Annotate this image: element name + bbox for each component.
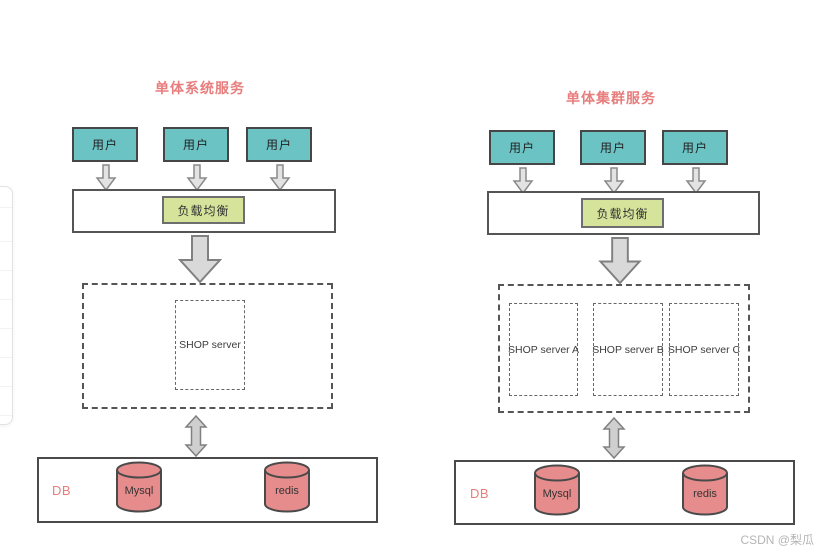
db-layer-box: DB Mysql redis xyxy=(37,457,378,523)
user-node: 用户 xyxy=(246,127,312,162)
server-cluster-boundary xyxy=(498,284,750,413)
shop-server-node: SHOP server A xyxy=(508,303,579,396)
db-label: DB xyxy=(52,483,72,498)
redis-database: redis xyxy=(263,461,311,513)
database-name: redis xyxy=(693,488,717,500)
double-arrow-icon xyxy=(602,417,626,459)
database-name: Mysql xyxy=(542,488,572,500)
user-node: 用户 xyxy=(72,127,138,162)
csdn-watermark: CSDN @梨瓜 xyxy=(740,533,814,547)
down-arrow-icon xyxy=(186,164,208,191)
user-node: 用户 xyxy=(489,130,555,165)
database-cylinder-icon xyxy=(116,461,162,513)
big-down-arrow-icon xyxy=(598,237,642,284)
database-cylinder-icon xyxy=(682,464,728,516)
shop-server-node: SHOP server C xyxy=(668,303,740,396)
down-arrow-icon xyxy=(603,167,625,194)
double-arrow-icon xyxy=(184,415,208,457)
db-layer-box: DB Mysql redis xyxy=(454,460,795,525)
diagram-title: 单体集群服务 xyxy=(566,90,656,106)
down-arrow-icon xyxy=(269,164,291,191)
shop-server-node: SHOP server B xyxy=(592,303,664,396)
down-arrow-icon xyxy=(685,167,707,194)
diagram-title: 单体系统服务 xyxy=(155,80,245,96)
user-node: 用户 xyxy=(580,130,646,165)
shop-server-node: SHOP server xyxy=(175,300,245,390)
db-label: DB xyxy=(470,486,490,501)
big-down-arrow-icon xyxy=(178,235,222,283)
database-cylinder-icon xyxy=(264,461,310,513)
redis-database: redis xyxy=(681,464,729,516)
user-node: 用户 xyxy=(163,127,229,162)
load-balancer: 负载均衡 xyxy=(581,198,664,228)
load-balancer: 负载均衡 xyxy=(162,196,245,224)
down-arrow-icon xyxy=(95,164,117,191)
server-cluster-boundary xyxy=(82,283,333,409)
mysql-database: Mysql xyxy=(533,464,581,516)
load-balancer-container: 负载均衡 xyxy=(487,191,760,235)
user-node: 用户 xyxy=(662,130,728,165)
diagram-monolith-system: 单体系统服务 用户 用户 用户 负载均衡 SHOP server DB xyxy=(37,78,378,523)
mysql-database: Mysql xyxy=(115,461,163,513)
database-name: redis xyxy=(275,485,299,497)
database-cylinder-icon xyxy=(534,464,580,516)
diagram-monolith-cluster: 单体集群服务 用户 用户 用户 负载均衡 SHOP server A SHOP … xyxy=(454,88,795,525)
database-name: Mysql xyxy=(124,485,154,497)
left-edge-panel xyxy=(0,186,13,425)
down-arrow-icon xyxy=(512,167,534,194)
load-balancer-container: 负载均衡 xyxy=(72,189,336,233)
